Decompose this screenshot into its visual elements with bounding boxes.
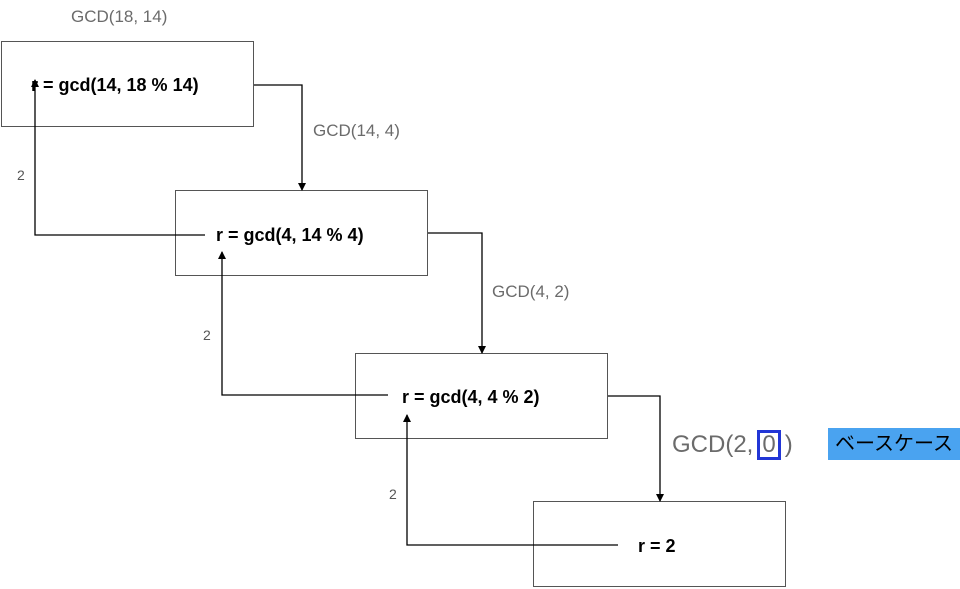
base-call-suffix: ) [784,431,793,458]
return-arrow-1 [34,80,205,236]
call-arrowhead-1 [298,183,306,191]
base-call-highlight: 0 [757,430,781,460]
call-label-1: GCD(14, 4) [313,121,400,140]
initial-call-label: GCD(18, 14) [71,7,168,26]
return-arrowhead-3 [403,414,411,422]
call-arrow-3 [608,395,661,501]
frame-expr-2: r = gcd(4, 14 % 4) [216,225,364,245]
call-arrow-2 [428,232,483,353]
base-call-prefix: GCD(2, [672,431,754,458]
frame-expr-4: r = 2 [638,536,676,556]
frame-box-1 [1,41,254,127]
return-arrow-3 [406,415,618,546]
base-call-label: GCD(2,0) [672,430,793,460]
base-case-badge: ベースケース [828,428,960,460]
frame-expr-1: r = gcd(14, 18 % 14) [31,75,199,95]
frame-expr-3: r = gcd(4, 4 % 2) [402,387,540,407]
return-arrowhead-2 [218,251,226,259]
frame-box-4 [533,501,786,587]
call-arrowhead-2 [478,346,486,354]
call-arrow-1 [254,84,303,190]
return-arrowhead-1 [31,79,39,87]
call-arrowhead-3 [656,494,664,502]
return-value-1: 2 [17,167,25,183]
return-arrow-2 [221,252,388,396]
frame-box-2 [175,190,428,276]
frame-box-3 [355,353,608,439]
call-label-2: GCD(4, 2) [492,282,570,301]
return-value-3: 2 [389,486,397,502]
return-value-2: 2 [203,327,211,343]
